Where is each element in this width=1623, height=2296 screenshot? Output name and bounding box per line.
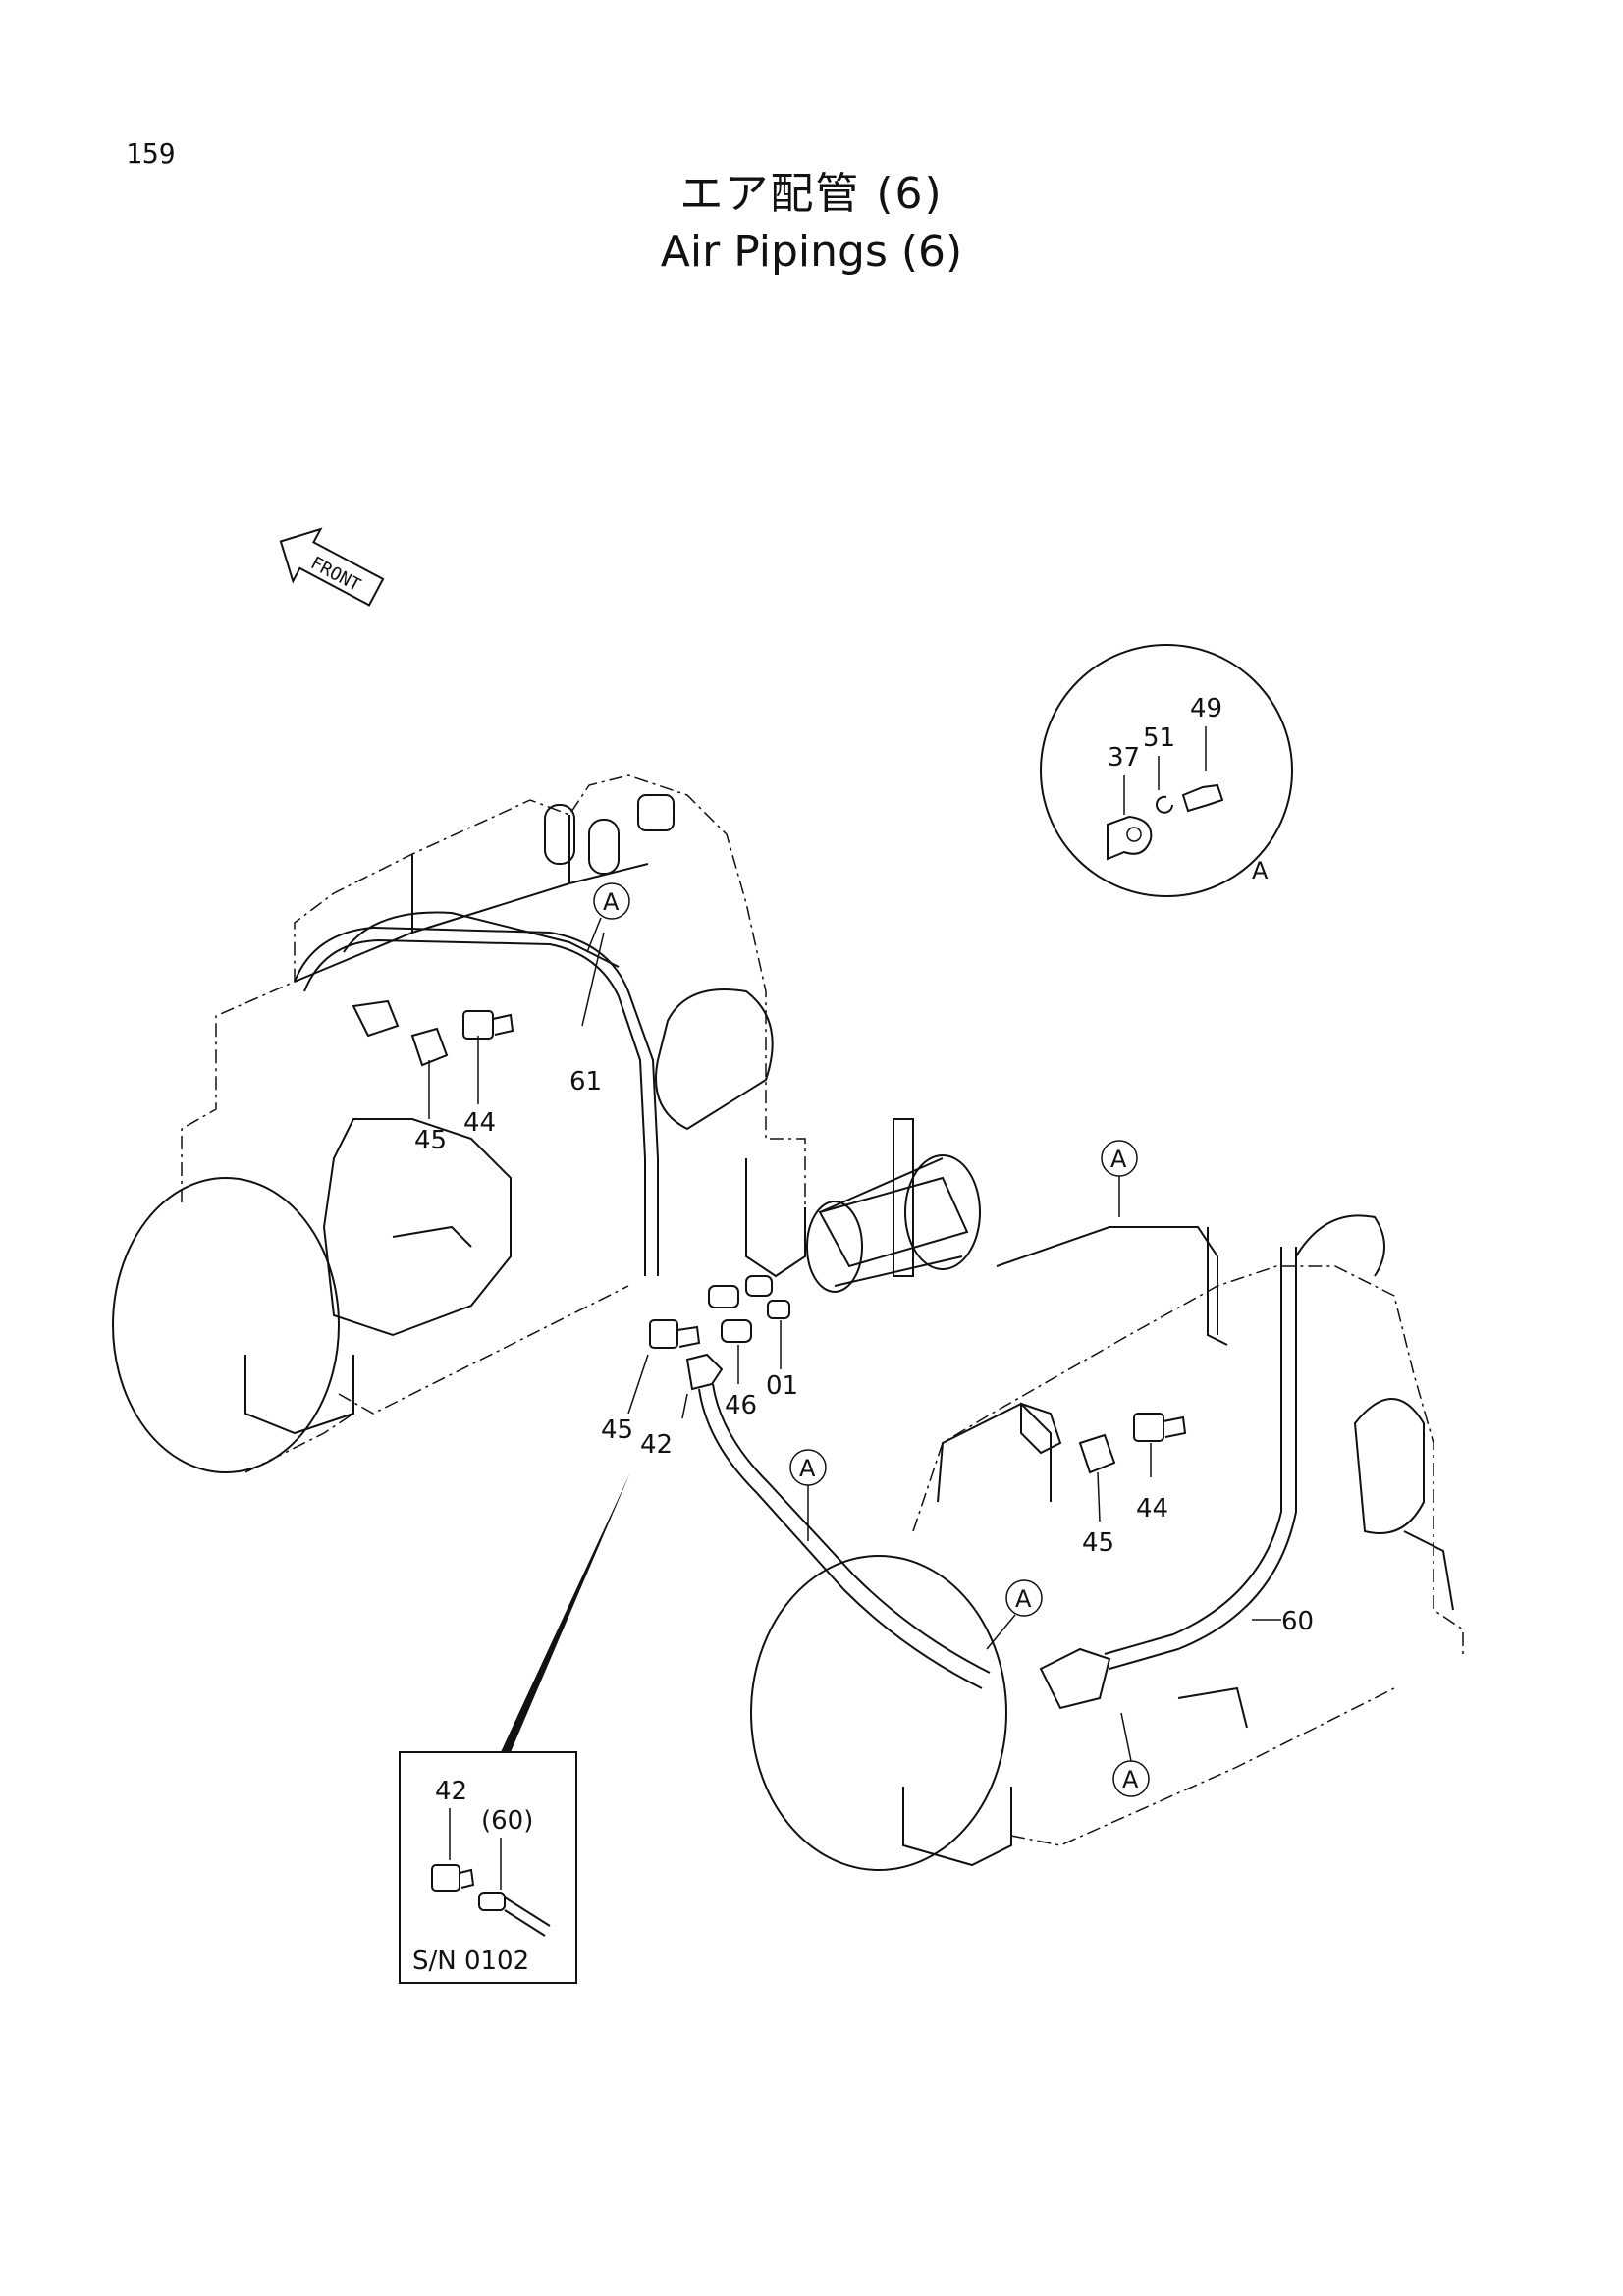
- hose-42: [698, 1388, 983, 1689]
- inset-sn-0102: 42 (60) S/N 0102: [399, 1751, 577, 1984]
- front-arrow-icon: FRONT: [279, 527, 385, 607]
- view-marker-a-1: A: [586, 882, 630, 953]
- detail-part-37: 37: [1108, 743, 1140, 773]
- svg-text:A: A: [799, 1455, 816, 1482]
- clamp-icon: [1107, 815, 1153, 861]
- svg-text:A: A: [1110, 1146, 1127, 1173]
- left-fittings: [352, 999, 514, 1067]
- callout-60: 60: [1281, 1607, 1314, 1636]
- view-marker-a-5: A: [1112, 1712, 1150, 1797]
- right-fittings: [1020, 1402, 1187, 1474]
- title-japanese: エア配管 (6): [679, 169, 944, 219]
- callout-45-center: 45: [601, 1415, 633, 1445]
- callout-44-left: 44: [463, 1108, 496, 1138]
- center-fittings: [649, 1275, 790, 1391]
- left-pump-assembly: [112, 774, 806, 1473]
- callout-45-right: 45: [1082, 1528, 1114, 1558]
- inset-fitting-icon: [431, 1864, 460, 1892]
- callout-44-right: 44: [1136, 1494, 1168, 1523]
- detail-a-letter: A: [1252, 857, 1269, 884]
- view-marker-a-2: A: [1101, 1140, 1138, 1217]
- leader-lines: [428, 932, 1281, 1621]
- inset-serial-note: S/N 0102: [412, 1947, 529, 1976]
- view-marker-a-3: A: [789, 1449, 827, 1541]
- svg-text:A: A: [1122, 1766, 1139, 1793]
- callout-61: 61: [569, 1067, 602, 1096]
- callout-45-left: 45: [414, 1126, 447, 1155]
- bolt-icon: [1181, 783, 1224, 813]
- callout-46: 46: [725, 1391, 757, 1420]
- detail-part-49: 49: [1190, 694, 1222, 723]
- right-pump-assembly: [750, 1214, 1464, 1871]
- air-tank: [806, 1118, 981, 1293]
- detail-part-51: 51: [1143, 723, 1175, 753]
- title-block: エア配管 (6) Air Pipings (6): [0, 167, 1623, 283]
- inset-pointer: [501, 1472, 630, 1752]
- inset-ref-60: (60): [481, 1806, 533, 1836]
- callout-01: 01: [766, 1371, 798, 1401]
- detail-a-view: A 37 51 49: [1040, 644, 1293, 897]
- inset-part-42: 42: [435, 1777, 467, 1806]
- front-arrow-label: FRONT: [307, 553, 364, 596]
- callout-42: 42: [640, 1430, 673, 1460]
- title-english: Air Pipings (6): [660, 227, 963, 277]
- view-marker-a-4: A: [986, 1579, 1043, 1650]
- page-number: 159: [126, 137, 176, 170]
- washer-icon: [1156, 795, 1173, 814]
- hose-61: [294, 926, 659, 1276]
- svg-text:A: A: [1015, 1585, 1032, 1613]
- svg-text:A: A: [603, 888, 620, 916]
